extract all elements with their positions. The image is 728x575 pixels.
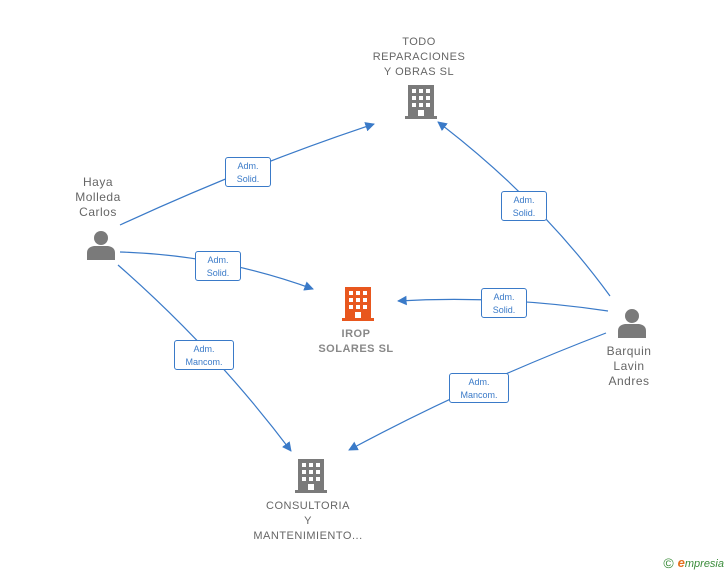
edge-label-line: Adm. <box>468 377 490 387</box>
node-label-todo[interactable]: TODO REPARACIONES Y OBRAS SL <box>359 35 479 80</box>
node-label-line: Haya <box>82 175 113 189</box>
node-label-irop[interactable]: IROP SOLARES SL <box>296 327 416 357</box>
node-label-line: CONSULTORIA <box>266 500 350 512</box>
edge-label-line: Adm. <box>207 255 229 265</box>
edge-label-barquin-irop: Adm. Solid. <box>481 288 527 318</box>
person-icon-barquin <box>618 309 646 338</box>
building-icon-irop <box>342 287 374 321</box>
edge-label-haya-todo: Adm. Solid. <box>225 157 271 187</box>
edge-label-line: Solid. <box>236 174 260 184</box>
brand-e: e <box>677 555 685 570</box>
edge-label-haya-irop: Adm. Solid. <box>195 251 241 281</box>
edge-label-line: Solid. <box>492 305 516 315</box>
node-label-line: MANTENIMIENTO... <box>253 530 363 542</box>
node-label-line: SOLARES SL <box>318 343 394 355</box>
edge-label-line: Solid. <box>206 268 230 278</box>
edge-label-barquin-consultoria: Adm. Mancom. <box>449 373 509 403</box>
edge-label-line: Solid. <box>512 208 536 218</box>
node-label-haya[interactable]: Haya Molleda Carlos <box>58 175 138 220</box>
person-icon-haya <box>87 231 115 260</box>
node-label-line: Y OBRAS SL <box>383 66 455 78</box>
edge-label-line: Adm. <box>237 161 259 171</box>
node-label-line: Carlos <box>79 205 117 219</box>
node-label-barquin[interactable]: Barquin Lavin Andres <box>594 344 664 389</box>
node-label-line: Andres <box>608 374 650 388</box>
node-label-line: TODO <box>402 36 436 48</box>
edge-label-line: Adm. <box>513 195 535 205</box>
brand-name: mpresia <box>684 558 724 570</box>
edge-label-line: Adm. <box>193 344 215 354</box>
edge-label-line: Mancom. <box>460 390 498 400</box>
node-label-line: Barquin <box>606 344 652 358</box>
node-label-line: Lavin <box>613 359 645 373</box>
edge-label-line: Adm. <box>493 292 515 302</box>
copyright-icon: © <box>663 555 674 571</box>
node-label-line: REPARACIONES <box>372 51 466 63</box>
node-label-line: Y <box>304 515 312 527</box>
empresia-logo: ©empresia <box>663 555 724 571</box>
edge-label-line: Mancom. <box>185 357 223 367</box>
edge-label-haya-consultoria: Adm. Mancom. <box>174 340 234 370</box>
node-label-consultoria[interactable]: CONSULTORIA Y MANTENIMIENTO... <box>248 499 368 544</box>
edge-label-barquin-todo: Adm. Solid. <box>501 191 547 221</box>
node-label-line: IROP <box>341 328 371 340</box>
node-label-line: Molleda <box>75 190 121 204</box>
building-icon-todo <box>405 85 437 119</box>
building-icon-consultoria <box>295 459 327 493</box>
